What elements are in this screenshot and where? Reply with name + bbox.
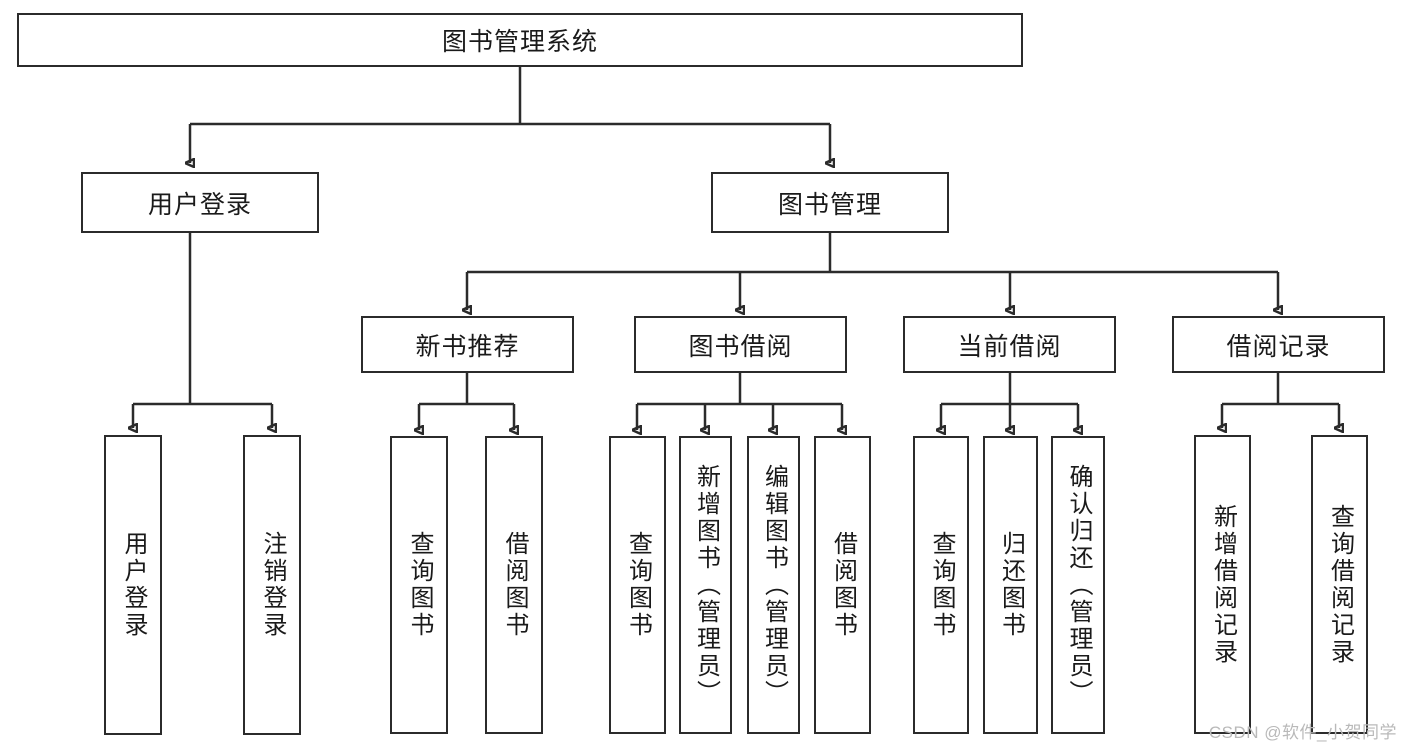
node-current-borrow[interactable]: 当前借阅 [903,316,1116,373]
node-new-book-recommend[interactable]: 新书推荐 [361,316,574,373]
node-label: 借阅图书 [501,531,528,639]
leaf-borrow-query-book[interactable]: 查询图书 [609,436,666,734]
leaf-new-book-query[interactable]: 查询图书 [390,436,448,734]
leaf-new-book-borrow[interactable]: 借阅图书 [485,436,543,734]
node-label: 借阅图书 [829,531,857,639]
leaf-current-confirm-return[interactable]: 确认归还（管理员） [1051,436,1105,734]
node-label: 归还图书 [997,531,1025,639]
node-label: 用户登录 [147,190,252,219]
leaf-borrow-borrow-book[interactable]: 借阅图书 [814,436,871,734]
node-label: 新增借阅记录 [1209,503,1237,666]
node-label: 确认归还（管理员） [1065,463,1092,707]
node-label: 图书管理 [777,190,882,219]
node-borrow-record[interactable]: 借阅记录 [1172,316,1385,373]
node-label: 当前借阅 [957,332,1062,361]
node-label: 查询图书 [406,531,433,639]
node-label: 借阅记录 [1226,332,1331,361]
node-label: 图书管理系统 [441,28,598,56]
node-root[interactable]: 图书管理系统 [17,13,1023,67]
node-label: 图书借阅 [688,332,793,361]
leaf-current-return-book[interactable]: 归还图书 [983,436,1038,734]
leaf-current-query-book[interactable]: 查询图书 [913,436,969,734]
leaf-borrow-add-book[interactable]: 新增图书（管理员） [679,436,732,734]
leaf-user-logout[interactable]: 注销登录 [243,435,301,735]
node-label: 查询图书 [624,531,652,639]
leaf-borrow-edit-book[interactable]: 编辑图书（管理员） [747,436,800,734]
leaf-record-add[interactable]: 新增借阅记录 [1194,435,1251,734]
node-label: 编辑图书（管理员） [760,463,788,707]
node-label: 新书推荐 [415,332,520,361]
leaf-record-query[interactable]: 查询借阅记录 [1311,435,1368,734]
node-label: 查询借阅记录 [1326,503,1354,666]
node-label: 查询图书 [928,531,955,639]
node-user-login[interactable]: 用户登录 [81,172,319,233]
leaf-user-login[interactable]: 用户登录 [104,435,162,735]
node-book-management[interactable]: 图书管理 [711,172,949,233]
node-label: 新增图书（管理员） [692,463,720,707]
node-book-borrow[interactable]: 图书借阅 [634,316,847,373]
node-label: 注销登录 [259,531,286,639]
node-label: 用户登录 [120,531,147,639]
